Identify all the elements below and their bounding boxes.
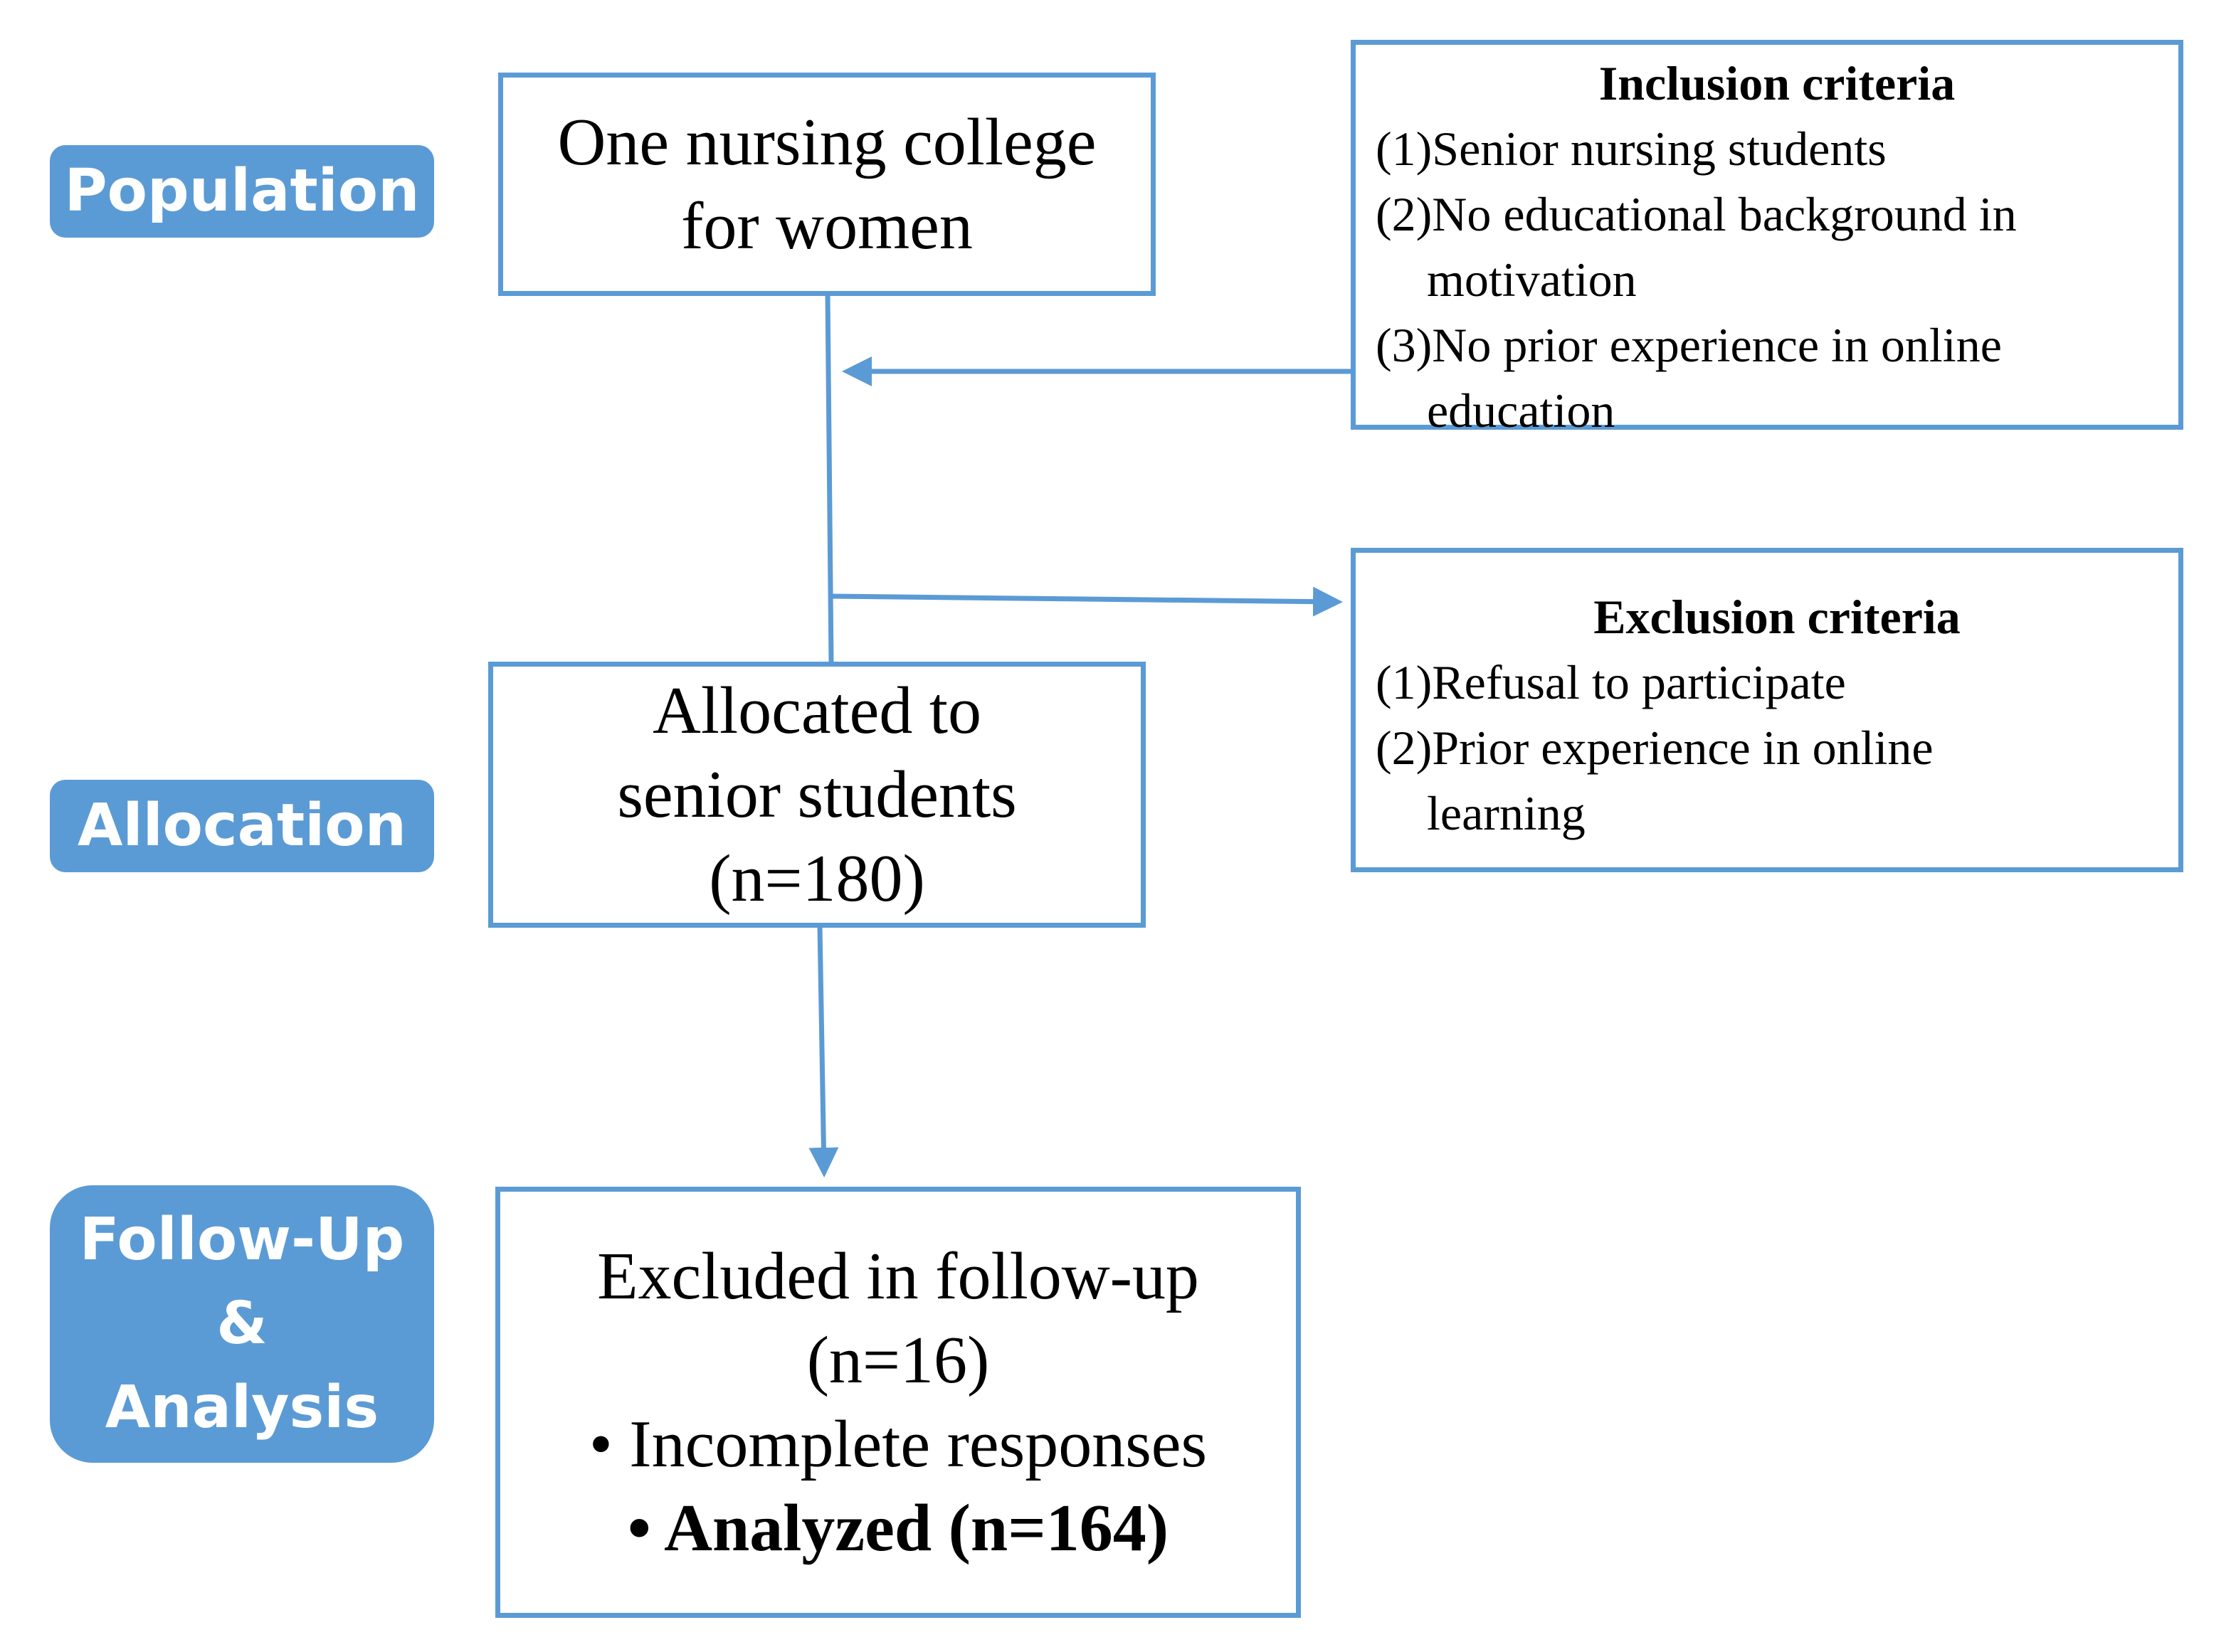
population-to-allocation-line	[825, 294, 834, 664]
followup-box-line4: • Analyzed (n=164)	[627, 1491, 1169, 1565]
inclusion-criteria-box: Inclusion criteria (1)Senior nursing stu…	[1351, 40, 2183, 438]
stage-label-followup-line1: Follow-Up	[79, 1205, 405, 1274]
stage-label-allocation-text: Allocation	[78, 791, 406, 859]
exclusion-criteria-item-1: (1)Refusal to participate	[1376, 655, 1846, 709]
allocation-box-line1: Allocated to	[652, 674, 981, 748]
followup-box-line2: (n=16)	[806, 1323, 990, 1397]
followup-box-line3: • Incomplete responses	[589, 1407, 1208, 1481]
population-box: One nursing college for women	[498, 73, 1156, 296]
allocation-to-followup-arrow	[808, 926, 839, 1177]
inclusion-criteria-item-2-cont: motivation	[1427, 253, 1637, 307]
population-box-line2: for women	[681, 189, 973, 263]
inclusion-criteria-item-3-cont: education	[1427, 383, 1615, 438]
exclusion-criteria-title: Exclusion criteria	[1593, 590, 1961, 644]
stage-label-followup-line3: Analysis	[105, 1374, 379, 1442]
population-box-line1: One nursing college	[557, 105, 1097, 179]
exclusion-criteria-item-2: (2)Prior experience in online	[1376, 721, 1934, 775]
stage-label-followup: Follow-Up & Analysis	[50, 1185, 434, 1463]
inclusion-criteria-item-2: (2)No educational background in	[1376, 187, 2017, 241]
exclusion-criteria-item-2-cont: learning	[1427, 786, 1586, 840]
stage-label-population: Population	[50, 145, 434, 238]
allocation-box-line3: (n=180)	[709, 842, 925, 916]
stage-label-population-text: Population	[64, 157, 420, 225]
followup-box-line1: Excluded in follow-up	[597, 1239, 1199, 1313]
inclusion-criteria-item-3: (3)No prior experience in online	[1376, 318, 2002, 372]
followup-box: Excluded in follow-up (n=16) • Incomplet…	[495, 1187, 1301, 1618]
allocation-box-line2: senior students	[617, 758, 1017, 832]
inclusion-criteria-title: Inclusion criteria	[1598, 56, 1956, 110]
inclusion-criteria-item-1: (1)Senior nursing students	[1376, 122, 1887, 176]
stage-label-allocation: Allocation	[50, 780, 434, 872]
stage-label-followup-line2: &	[216, 1289, 268, 1357]
allocation-box: Allocated to senior students (n=180)	[488, 662, 1146, 928]
exclusion-arrow	[830, 586, 1343, 617]
exclusion-criteria-box: Exclusion criteria (1)Refusal to partici…	[1351, 548, 2183, 872]
